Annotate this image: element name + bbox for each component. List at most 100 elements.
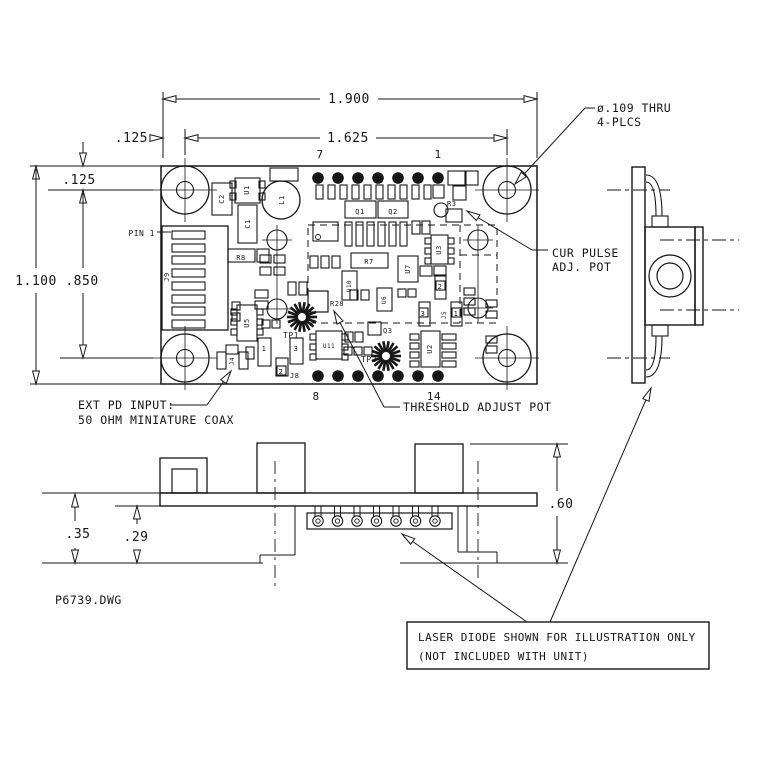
outline-rect [171, 319, 206, 329]
mounting-hole [153, 158, 217, 222]
outline-rect [287, 281, 297, 296]
outline-rect [230, 328, 238, 336]
dimension-arrow [132, 549, 142, 565]
outline-rect [451, 307, 462, 318]
dimension-arrow [70, 492, 80, 508]
dimension-arrow [493, 133, 509, 143]
outline-rect [269, 167, 299, 182]
outline-rect [421, 220, 431, 235]
outline-rect [258, 180, 266, 189]
outline-rect [211, 182, 233, 216]
label-r3: R3 [447, 200, 456, 208]
outline-rect [651, 215, 669, 228]
outline-rect [275, 357, 289, 377]
outline-rect [424, 257, 432, 265]
outline-rect [309, 333, 317, 341]
outline-rect [171, 230, 206, 240]
header-pin [409, 506, 422, 527]
outline-circle [656, 262, 684, 290]
outline-rect [339, 184, 348, 200]
outline-rect [216, 351, 227, 370]
mounting-hole [475, 326, 539, 390]
outline-rect [375, 184, 384, 200]
drawing-line [514, 107, 586, 185]
label-j5-3: 3 [421, 310, 426, 318]
outline-rect [419, 265, 433, 277]
outline-rect [485, 299, 498, 308]
drawing-line [549, 387, 652, 623]
pin-dot [412, 370, 424, 382]
outline-rect [309, 255, 319, 269]
wire-path [645, 335, 663, 378]
label-j5-2: 2 [438, 283, 443, 291]
pin-dot [432, 172, 444, 184]
outline-rect [424, 237, 432, 245]
wire-path [645, 174, 663, 217]
outline-rect [231, 312, 241, 322]
outline-rect [256, 308, 264, 316]
tp1-pot [287, 302, 317, 332]
header-pin [390, 506, 402, 527]
outline-rect [171, 243, 206, 253]
pin-dot [432, 370, 444, 382]
header-pin [370, 506, 383, 527]
outline-rect [366, 221, 375, 247]
note-line2: (NOT INCLUDED WITH UNIT) [418, 650, 589, 663]
outline-rect [245, 346, 255, 360]
outline-rect [360, 289, 370, 301]
label-r28: R28 [330, 300, 344, 308]
outline-rect [171, 468, 198, 494]
dim-35: .35 [66, 527, 91, 542]
outline-rect [344, 331, 354, 343]
outline-rect [351, 184, 360, 200]
outline-rect [229, 180, 237, 189]
outline-rect [229, 192, 237, 201]
j9-connector [161, 225, 229, 331]
outline-circle [648, 254, 692, 298]
outline-rect [350, 252, 389, 269]
outline-circle [261, 180, 301, 220]
outline-rect [435, 280, 446, 291]
pin-dot [312, 172, 324, 184]
laser-flange [694, 226, 704, 326]
outline-rect [409, 342, 420, 350]
dimension-arrow [465, 209, 481, 222]
outline-rect [353, 346, 363, 356]
outline-rect [411, 220, 421, 235]
pin-1: 1 [434, 148, 441, 161]
wire-path [645, 335, 657, 371]
pin-8: 8 [312, 390, 319, 403]
outline-rect [355, 221, 364, 247]
label-r7: R7 [364, 258, 373, 266]
outline-rect [411, 184, 420, 200]
outline-rect [344, 221, 353, 247]
outline-rect [414, 443, 464, 494]
label-q1: Q1 [355, 208, 364, 216]
outline-rect [363, 346, 373, 356]
drawing-number: P6739.DWG [55, 593, 122, 607]
dimension-arrow [161, 94, 177, 104]
header-pin [331, 506, 344, 527]
outline-rect [230, 318, 238, 326]
header-pin [351, 506, 363, 527]
label-tp2: TP2 [361, 355, 377, 364]
drawing-line [333, 310, 385, 408]
outline-rect [331, 255, 341, 269]
outline-rect [447, 247, 455, 255]
outline-rect [171, 268, 206, 278]
outline-rect [254, 300, 269, 310]
outline-rect [309, 343, 317, 351]
outline-rect [315, 184, 324, 200]
outline-rect [367, 321, 382, 336]
outline-rect [388, 221, 397, 247]
outline-rect [485, 345, 498, 354]
dimension-arrow [31, 370, 41, 386]
outline-rect [227, 248, 256, 263]
pin-dot [412, 172, 424, 184]
outline-rect [424, 247, 432, 255]
outline-rect [256, 318, 264, 326]
outline-rect [276, 365, 287, 376]
outline-rect [441, 333, 457, 341]
outline-rect [312, 221, 339, 242]
label-c1: C1 [244, 219, 252, 228]
